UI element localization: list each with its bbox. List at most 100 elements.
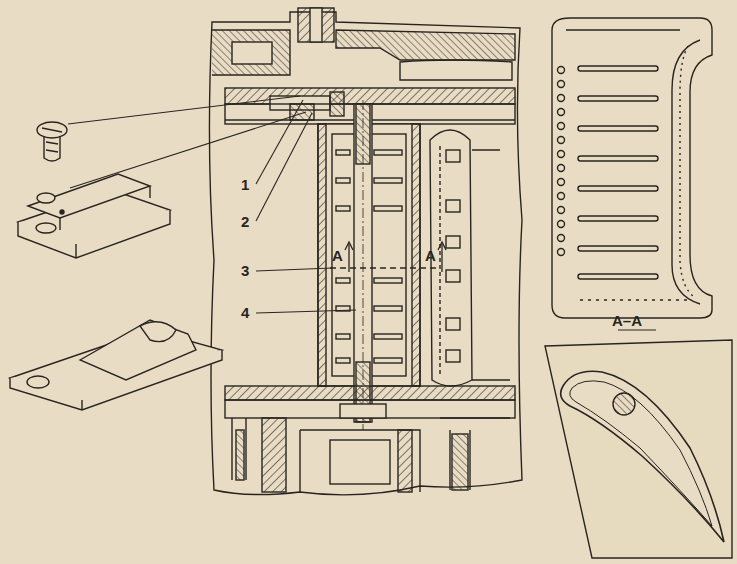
cutaway-housing [225,88,515,104]
adjacent-vane [446,350,460,362]
callout-number: 4 [241,304,249,321]
adjacent-vane [472,150,510,380]
leader-lines [256,113,312,221]
insert-slots [374,150,402,155]
cooling-holes [558,235,565,242]
lower-shroud [236,430,244,480]
locking-plate [37,193,55,203]
leader-lines [256,268,332,271]
section-marks [441,244,442,272]
locking-plate [60,186,150,230]
section-view [561,371,724,542]
insert-slots [374,334,402,339]
locking-plate [36,223,56,233]
section-view [570,381,712,526]
locking-plate [60,210,64,214]
section-title: A–A [612,312,642,329]
adjacent-vane [446,318,460,330]
cooling-holes [558,207,565,214]
cooling-holes [558,109,565,116]
section-marks [330,267,436,268]
cooling-holes [558,221,565,228]
cooling-holes [558,151,565,158]
cooling-holes [558,193,565,200]
lower-shroud [225,386,515,400]
blade-slots [578,216,658,221]
lower-shroud [440,418,510,490]
adjacent-vane [446,236,460,248]
blade-slots [578,186,658,191]
blade-slots [578,126,658,131]
callout-number: 1 [241,176,249,193]
leader-lines [70,112,306,188]
vane-body [318,124,326,386]
section-view [545,330,732,558]
adjacent-vane [430,130,510,386]
tie-rod [354,100,372,430]
lower-shroud [232,418,246,480]
cutaway-housing [310,8,322,42]
section-marks [348,244,349,272]
cooling-holes [558,165,565,172]
screw [37,122,67,138]
lower-shroud [398,430,412,492]
insert-slots [336,150,350,155]
insert-slots [336,358,350,363]
cooling-holes [558,123,565,130]
tie-rod [363,100,364,430]
locking-plate [28,174,150,218]
cooling-holes [558,67,565,256]
blade-slots [578,96,658,101]
lower-shroud [330,440,390,484]
lower-shroud [300,430,420,492]
lower-shroud [340,404,386,418]
insert-slots [336,206,350,211]
blade-slots [578,246,658,251]
section-letter: A [425,247,436,264]
section-view [618,329,656,330]
cooling-holes [558,67,565,74]
insert-slots [336,178,350,183]
insert-slots [374,178,402,183]
blade-view [680,46,696,298]
adjacent-vane [430,130,472,386]
locking-plate [75,244,76,258]
callout-number: 3 [241,262,249,279]
leader-lines [68,96,300,124]
leader-lines [256,100,303,184]
retainer [140,322,176,342]
adjacent-vane [446,270,460,282]
blade-view [672,40,700,304]
retainer [81,400,82,410]
cooling-holes [558,249,565,256]
insert-slots [336,278,350,283]
blade-view [566,29,680,30]
cooling-holes [558,179,565,186]
insert-slots [336,334,350,339]
insert-slots [374,306,402,311]
lower-shroud [452,434,468,490]
screw [37,122,67,161]
section-letter: A [332,247,343,264]
cooling-holes [558,95,565,102]
retainer [10,320,222,410]
adjacent-vane [446,200,460,212]
lower-shroud [225,386,515,492]
cutaway-housing [232,42,272,64]
screw [42,128,62,132]
blade-slots [578,156,658,161]
retainer [27,376,49,388]
section-view [545,340,732,558]
section-view [613,393,635,415]
vane-body [412,124,420,386]
cutaway-housing [209,8,522,495]
cutaway-housing [336,30,515,60]
insert-slots [374,278,402,283]
locking-plate [18,210,170,258]
cutaway-housing [209,12,522,495]
cooling-holes [558,81,565,88]
adjacent-vane [446,150,460,162]
insert-slots [374,358,402,363]
